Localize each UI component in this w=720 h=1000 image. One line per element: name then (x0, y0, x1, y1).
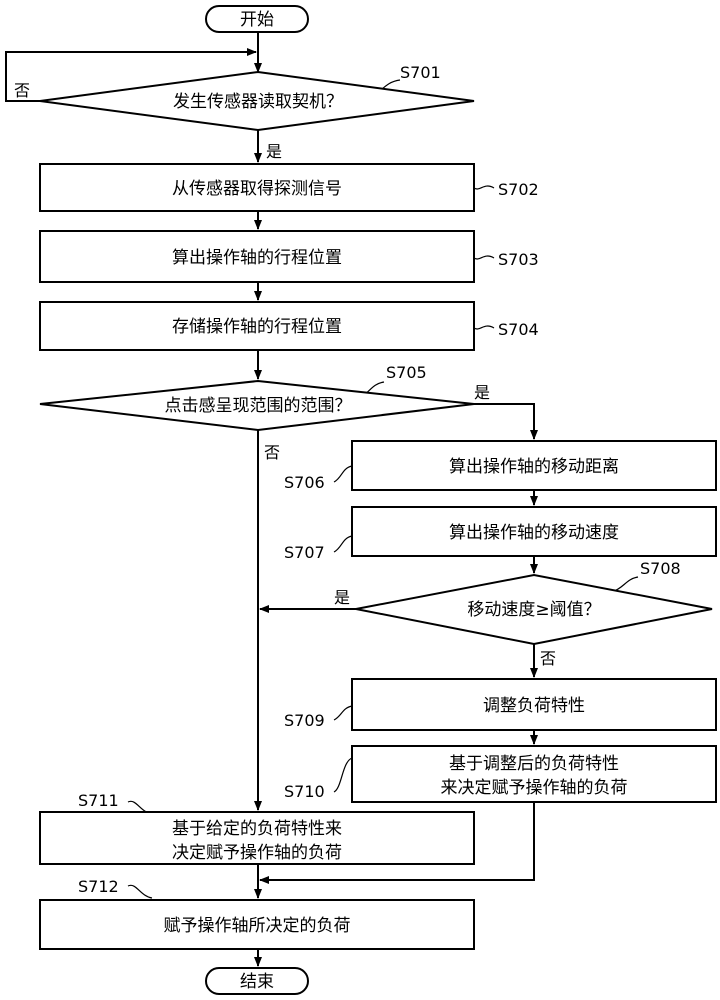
process-s709: 调整负荷特性 (351, 678, 717, 731)
leader-s712 (127, 884, 153, 899)
process-s704: 存储操作轴的行程位置 (39, 301, 475, 351)
edge-s705-yes-s706 (474, 403, 538, 440)
edges (5, 32, 538, 967)
s708-no-label: 否 (540, 649, 556, 668)
process-s707: 算出操作轴的移动速度 (351, 506, 717, 557)
step-s706: S706 (284, 473, 325, 492)
decision-s705: 点击感呈现范围的范围？ (39, 379, 475, 432)
process-s703: 算出操作轴的行程位置 (39, 230, 475, 283)
process-s710: 基于调整后的负荷特性 来决定赋予操作轴的负荷 (351, 745, 717, 803)
leader-s704 (473, 325, 495, 330)
step-s711: S711 (78, 791, 119, 810)
process-s702-label: 从传感器取得探测信号 (172, 179, 342, 199)
process-s710-line2: 来决定赋予操作轴的负荷 (441, 778, 628, 798)
step-s701: S701 (400, 63, 441, 82)
edge-s701-no-loop (5, 48, 257, 102)
step-s709: S709 (284, 711, 325, 730)
process-s704-label: 存储操作轴的行程位置 (172, 317, 342, 337)
s708-yes-label: 是 (334, 588, 350, 607)
process-s706-label: 算出操作轴的移动距离 (449, 457, 619, 477)
start-label: 开始 (240, 10, 274, 30)
s705-yes-label: 是 (474, 383, 490, 402)
process-s709-label: 调整负荷特性 (483, 696, 585, 716)
step-s702: S702 (498, 180, 539, 199)
leader-s710 (333, 757, 353, 793)
step-s712: S712 (78, 877, 119, 896)
step-s710: S710 (284, 782, 325, 801)
process-s711-line2: 决定赋予操作轴的负荷 (172, 843, 342, 863)
s701-yes-label: 是 (266, 142, 282, 161)
process-s711: 基于给定的负荷特性来 决定赋予操作轴的负荷 (39, 811, 475, 865)
edge-s710-s712 (259, 802, 535, 884)
step-s703: S703 (498, 250, 539, 269)
process-s702: 从传感器取得探测信号 (39, 163, 475, 212)
decision-s705-label: 点击感呈现范围的范围？ (165, 396, 352, 416)
s705-no-label: 否 (264, 443, 280, 462)
leaders (127, 79, 639, 899)
leader-s702 (473, 185, 495, 190)
end-label: 结束 (240, 972, 274, 992)
leader-s709 (333, 705, 353, 721)
process-s706: 算出操作轴的移动距离 (351, 440, 717, 491)
decision-s708-label: 移动速度≥阈值？ (467, 600, 600, 620)
process-s711-line1: 基于给定的负荷特性来 (172, 819, 342, 839)
leader-s706 (333, 465, 353, 483)
decision-s708: 移动速度≥阈值？ (355, 573, 713, 646)
step-s707: S707 (284, 543, 325, 562)
end-terminal: 结束 (205, 967, 309, 995)
leader-s703 (473, 255, 495, 260)
decision-s701: 发生传感器读取契机？ (39, 70, 475, 132)
process-s712: 赋予操作轴所决定的负荷 (39, 899, 475, 950)
s701-no-label: 否 (14, 81, 30, 100)
step-s708: S708 (640, 559, 681, 578)
start-terminal: 开始 (205, 5, 309, 33)
leader-s707 (333, 535, 353, 553)
step-s705: S705 (386, 363, 427, 382)
process-s710-line1: 基于调整后的负荷特性 (449, 754, 619, 774)
process-s712-label: 赋予操作轴所决定的负荷 (164, 916, 351, 936)
step-s704: S704 (498, 320, 539, 339)
process-s703-label: 算出操作轴的行程位置 (172, 248, 342, 268)
decision-s701-label: 发生传感器读取契机？ (173, 92, 343, 112)
process-s707-label: 算出操作轴的移动速度 (449, 523, 619, 543)
